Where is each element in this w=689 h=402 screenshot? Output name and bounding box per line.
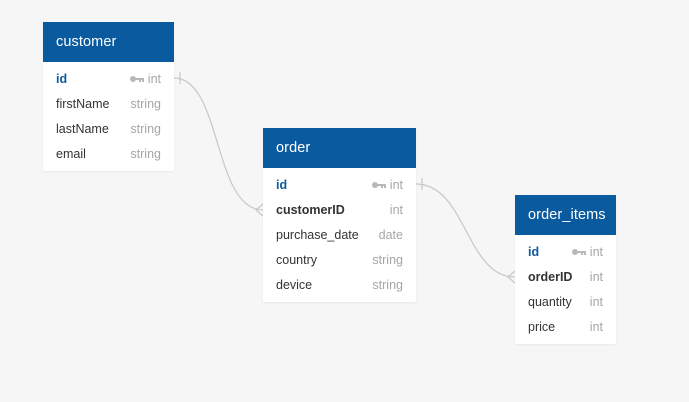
column-name: id xyxy=(56,71,68,86)
column-type-cell: int xyxy=(371,178,403,192)
column-name: id xyxy=(276,177,288,192)
column-type: int xyxy=(589,294,603,309)
column-name: id xyxy=(528,244,540,259)
column-type-cell: int xyxy=(571,245,603,259)
table-order-items[interactable]: order_items id int orderID int quantity … xyxy=(515,195,616,344)
column-row-lastname[interactable]: lastName string xyxy=(43,116,174,141)
column-name: firstName xyxy=(56,96,110,111)
key-icon xyxy=(129,75,144,82)
table-title: customer xyxy=(56,34,117,50)
column-row-id[interactable]: id int xyxy=(515,239,616,264)
column-type: int xyxy=(389,202,403,217)
column-name: device xyxy=(276,277,313,292)
table-title: order_items xyxy=(528,207,606,223)
column-row-id[interactable]: id int xyxy=(43,66,174,91)
column-name: country xyxy=(276,252,317,267)
table-columns: id int customerID int purchase_date date… xyxy=(263,168,416,302)
column-row-quantity[interactable]: quantity int xyxy=(515,289,616,314)
column-type: int xyxy=(589,319,603,334)
column-name: email xyxy=(56,146,86,161)
column-row-country[interactable]: country string xyxy=(263,247,416,272)
table-customer[interactable]: customer id int firstName string lastNam… xyxy=(43,22,174,171)
relationship-order-orderitems[interactable] xyxy=(415,183,516,278)
column-type: int xyxy=(589,269,603,284)
relationship-customer-order[interactable] xyxy=(173,77,264,211)
column-name: purchase_date xyxy=(276,227,359,242)
table-header-order-items[interactable]: order_items xyxy=(515,195,616,235)
column-type: string xyxy=(130,146,161,161)
many-marker-order-customerid xyxy=(255,203,264,217)
column-type: date xyxy=(378,227,403,242)
column-type: string xyxy=(372,252,403,267)
table-columns: id int firstName string lastName string … xyxy=(43,62,174,171)
column-type: int xyxy=(389,177,403,192)
column-type: string xyxy=(372,277,403,292)
column-type-cell: int xyxy=(129,72,161,86)
table-header-customer[interactable]: customer xyxy=(43,22,174,62)
table-order[interactable]: order id int customerID int purchase_dat… xyxy=(263,128,416,302)
many-marker-orderitems-orderid xyxy=(507,270,516,284)
table-header-order[interactable]: order xyxy=(263,128,416,168)
column-row-id[interactable]: id int xyxy=(263,172,416,197)
column-row-device[interactable]: device string xyxy=(263,272,416,297)
key-icon xyxy=(571,248,586,255)
column-row-orderid[interactable]: orderID int xyxy=(515,264,616,289)
table-columns: id int orderID int quantity int price in… xyxy=(515,235,616,344)
column-row-email[interactable]: email string xyxy=(43,141,174,166)
column-type: string xyxy=(130,121,161,136)
column-name: orderID xyxy=(528,269,573,284)
column-name: customerID xyxy=(276,202,345,217)
column-type: int xyxy=(147,71,161,86)
column-name: quantity xyxy=(528,294,572,309)
column-row-price[interactable]: price int xyxy=(515,314,616,339)
column-row-customerid[interactable]: customerID int xyxy=(263,197,416,222)
column-name: lastName xyxy=(56,121,109,136)
column-type: int xyxy=(589,244,603,259)
key-icon xyxy=(371,181,386,188)
table-title: order xyxy=(276,140,311,156)
column-row-firstname[interactable]: firstName string xyxy=(43,91,174,116)
column-type: string xyxy=(130,96,161,111)
column-name: price xyxy=(528,319,556,334)
column-row-purchase-date[interactable]: purchase_date date xyxy=(263,222,416,247)
